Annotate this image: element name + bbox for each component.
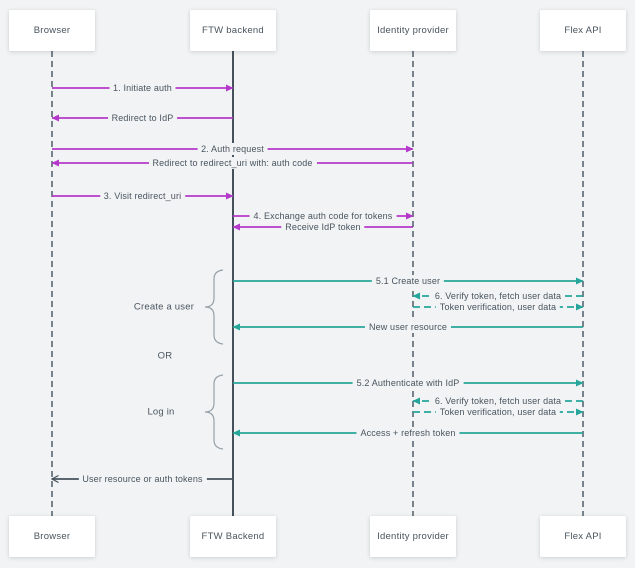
message-label-2: 2. Auth request	[197, 143, 268, 155]
message-label-6: Receive IdP token	[281, 221, 365, 233]
participant-label-top-identity-provider: Identity provider	[377, 25, 449, 36]
message-label-10: New user resource	[364, 321, 452, 333]
message-label-13: Token verification, user data	[435, 406, 561, 418]
group-brace-create-a-user	[204, 269, 224, 345]
or-label: OR	[157, 350, 173, 362]
message-label-7: 5.1 Create user	[371, 275, 445, 287]
group-label-create-a-user: Create a user	[133, 301, 195, 313]
participant-box-bottom-ftw-backend: FTW Backend	[190, 516, 276, 557]
participant-label-top-flex-api: Flex API	[564, 25, 602, 36]
message-label-3: Redirect to redirect_uri with: auth code	[148, 157, 317, 169]
participant-label-bottom-identity-provider: Identity provider	[377, 531, 449, 542]
group-brace-log-in	[204, 374, 224, 450]
message-label-4: 3. Visit redirect_uri	[99, 190, 186, 202]
participant-box-top-identity-provider: Identity provider	[370, 10, 456, 51]
participant-label-bottom-browser: Browser	[33, 531, 71, 542]
participant-label-bottom-ftw-backend: FTW Backend	[201, 531, 265, 542]
participant-box-bottom-browser: Browser	[9, 516, 95, 557]
message-label-15: User resource or auth tokens	[78, 473, 207, 485]
message-label-1: Redirect to IdP	[107, 112, 178, 124]
message-label-8: 6. Verify token, fetch user data	[430, 290, 566, 302]
participant-box-bottom-identity-provider: Identity provider	[370, 516, 456, 557]
participant-label-top-ftw-backend: FTW backend	[202, 25, 264, 36]
message-label-9: Token verification, user data	[435, 301, 561, 313]
participant-label-bottom-flex-api: Flex API	[564, 531, 602, 542]
participant-label-top-browser: Browser	[33, 25, 71, 36]
participant-box-top-browser: Browser	[9, 10, 95, 51]
message-label-12: 6. Verify token, fetch user data	[430, 395, 566, 407]
message-label-5: 4. Exchange auth code for tokens	[249, 210, 397, 222]
participant-box-top-ftw-backend: FTW backend	[190, 10, 276, 51]
message-label-14: Access + refresh token	[356, 427, 460, 439]
message-label-11: 5.2 Authenticate with IdP	[352, 377, 464, 389]
group-label-log-in: Log in	[147, 406, 175, 418]
participant-box-top-flex-api: Flex API	[540, 10, 626, 51]
message-label-0: 1. Initiate auth	[109, 82, 176, 94]
participant-box-bottom-flex-api: Flex API	[540, 516, 626, 557]
